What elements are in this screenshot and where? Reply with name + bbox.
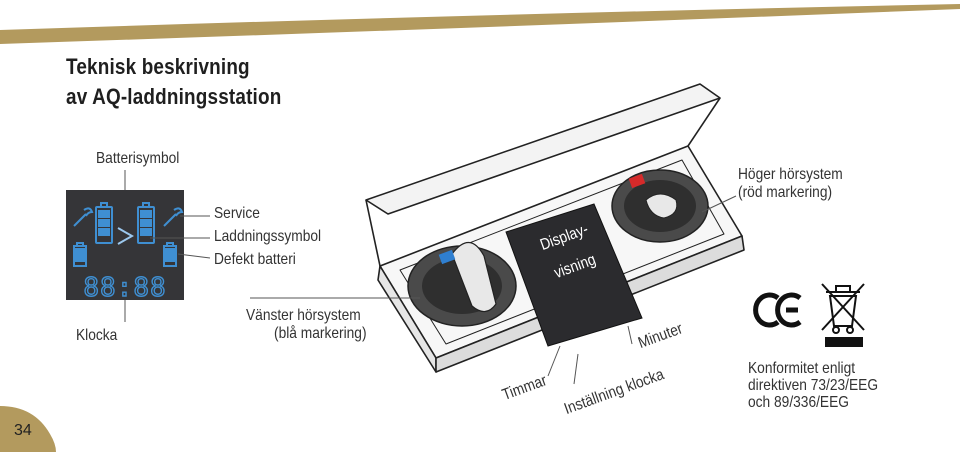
conformity-line3: och 89/336/EEG	[748, 394, 849, 411]
blue-marker	[438, 249, 456, 265]
conformity-line1: Konformitet enligt	[748, 360, 856, 377]
page-title-line2: av AQ-laddningsstation	[66, 84, 282, 109]
battery-icon-large-right	[137, 202, 155, 244]
battery-icon-large-left	[95, 202, 113, 244]
battery-icon-small-left	[73, 242, 87, 267]
display-panel: 88:88	[66, 190, 184, 304]
conformity-line2: direktiven 73/23/EEG	[748, 377, 879, 394]
wrench-icon-left	[73, 207, 94, 227]
left-cradle	[407, 241, 517, 327]
gold-banner	[0, 4, 960, 44]
page-number: 34	[14, 422, 32, 439]
page-badge	[0, 406, 56, 452]
clock-label: Klocka	[76, 327, 118, 344]
device-display	[505, 203, 643, 347]
page-title-line1: Teknisk beskrivning	[66, 54, 250, 79]
charging-icon	[117, 227, 135, 245]
defective-battery-label: Defekt batteri	[214, 251, 296, 268]
left-system-label: Vänster hörsystem	[246, 307, 361, 324]
battery-icon-small-right	[163, 242, 177, 267]
charging-symbol-label: Laddningssymbol	[214, 228, 322, 245]
wrench-icon-right	[163, 207, 184, 227]
ce-mark-icon	[753, 292, 802, 328]
right-system-marker-label: (röd markering)	[738, 184, 833, 201]
battery-symbol-label: Batterisymbol	[96, 150, 180, 167]
red-marker	[628, 173, 646, 189]
weee-bin-icon	[821, 283, 865, 347]
service-label: Service	[214, 205, 260, 222]
right-system-label: Höger hörsystem	[738, 166, 843, 183]
left-system-marker-label: (blå markering)	[274, 325, 367, 342]
right-cradle	[611, 169, 709, 243]
clock-readout: 88:88	[83, 273, 166, 303]
